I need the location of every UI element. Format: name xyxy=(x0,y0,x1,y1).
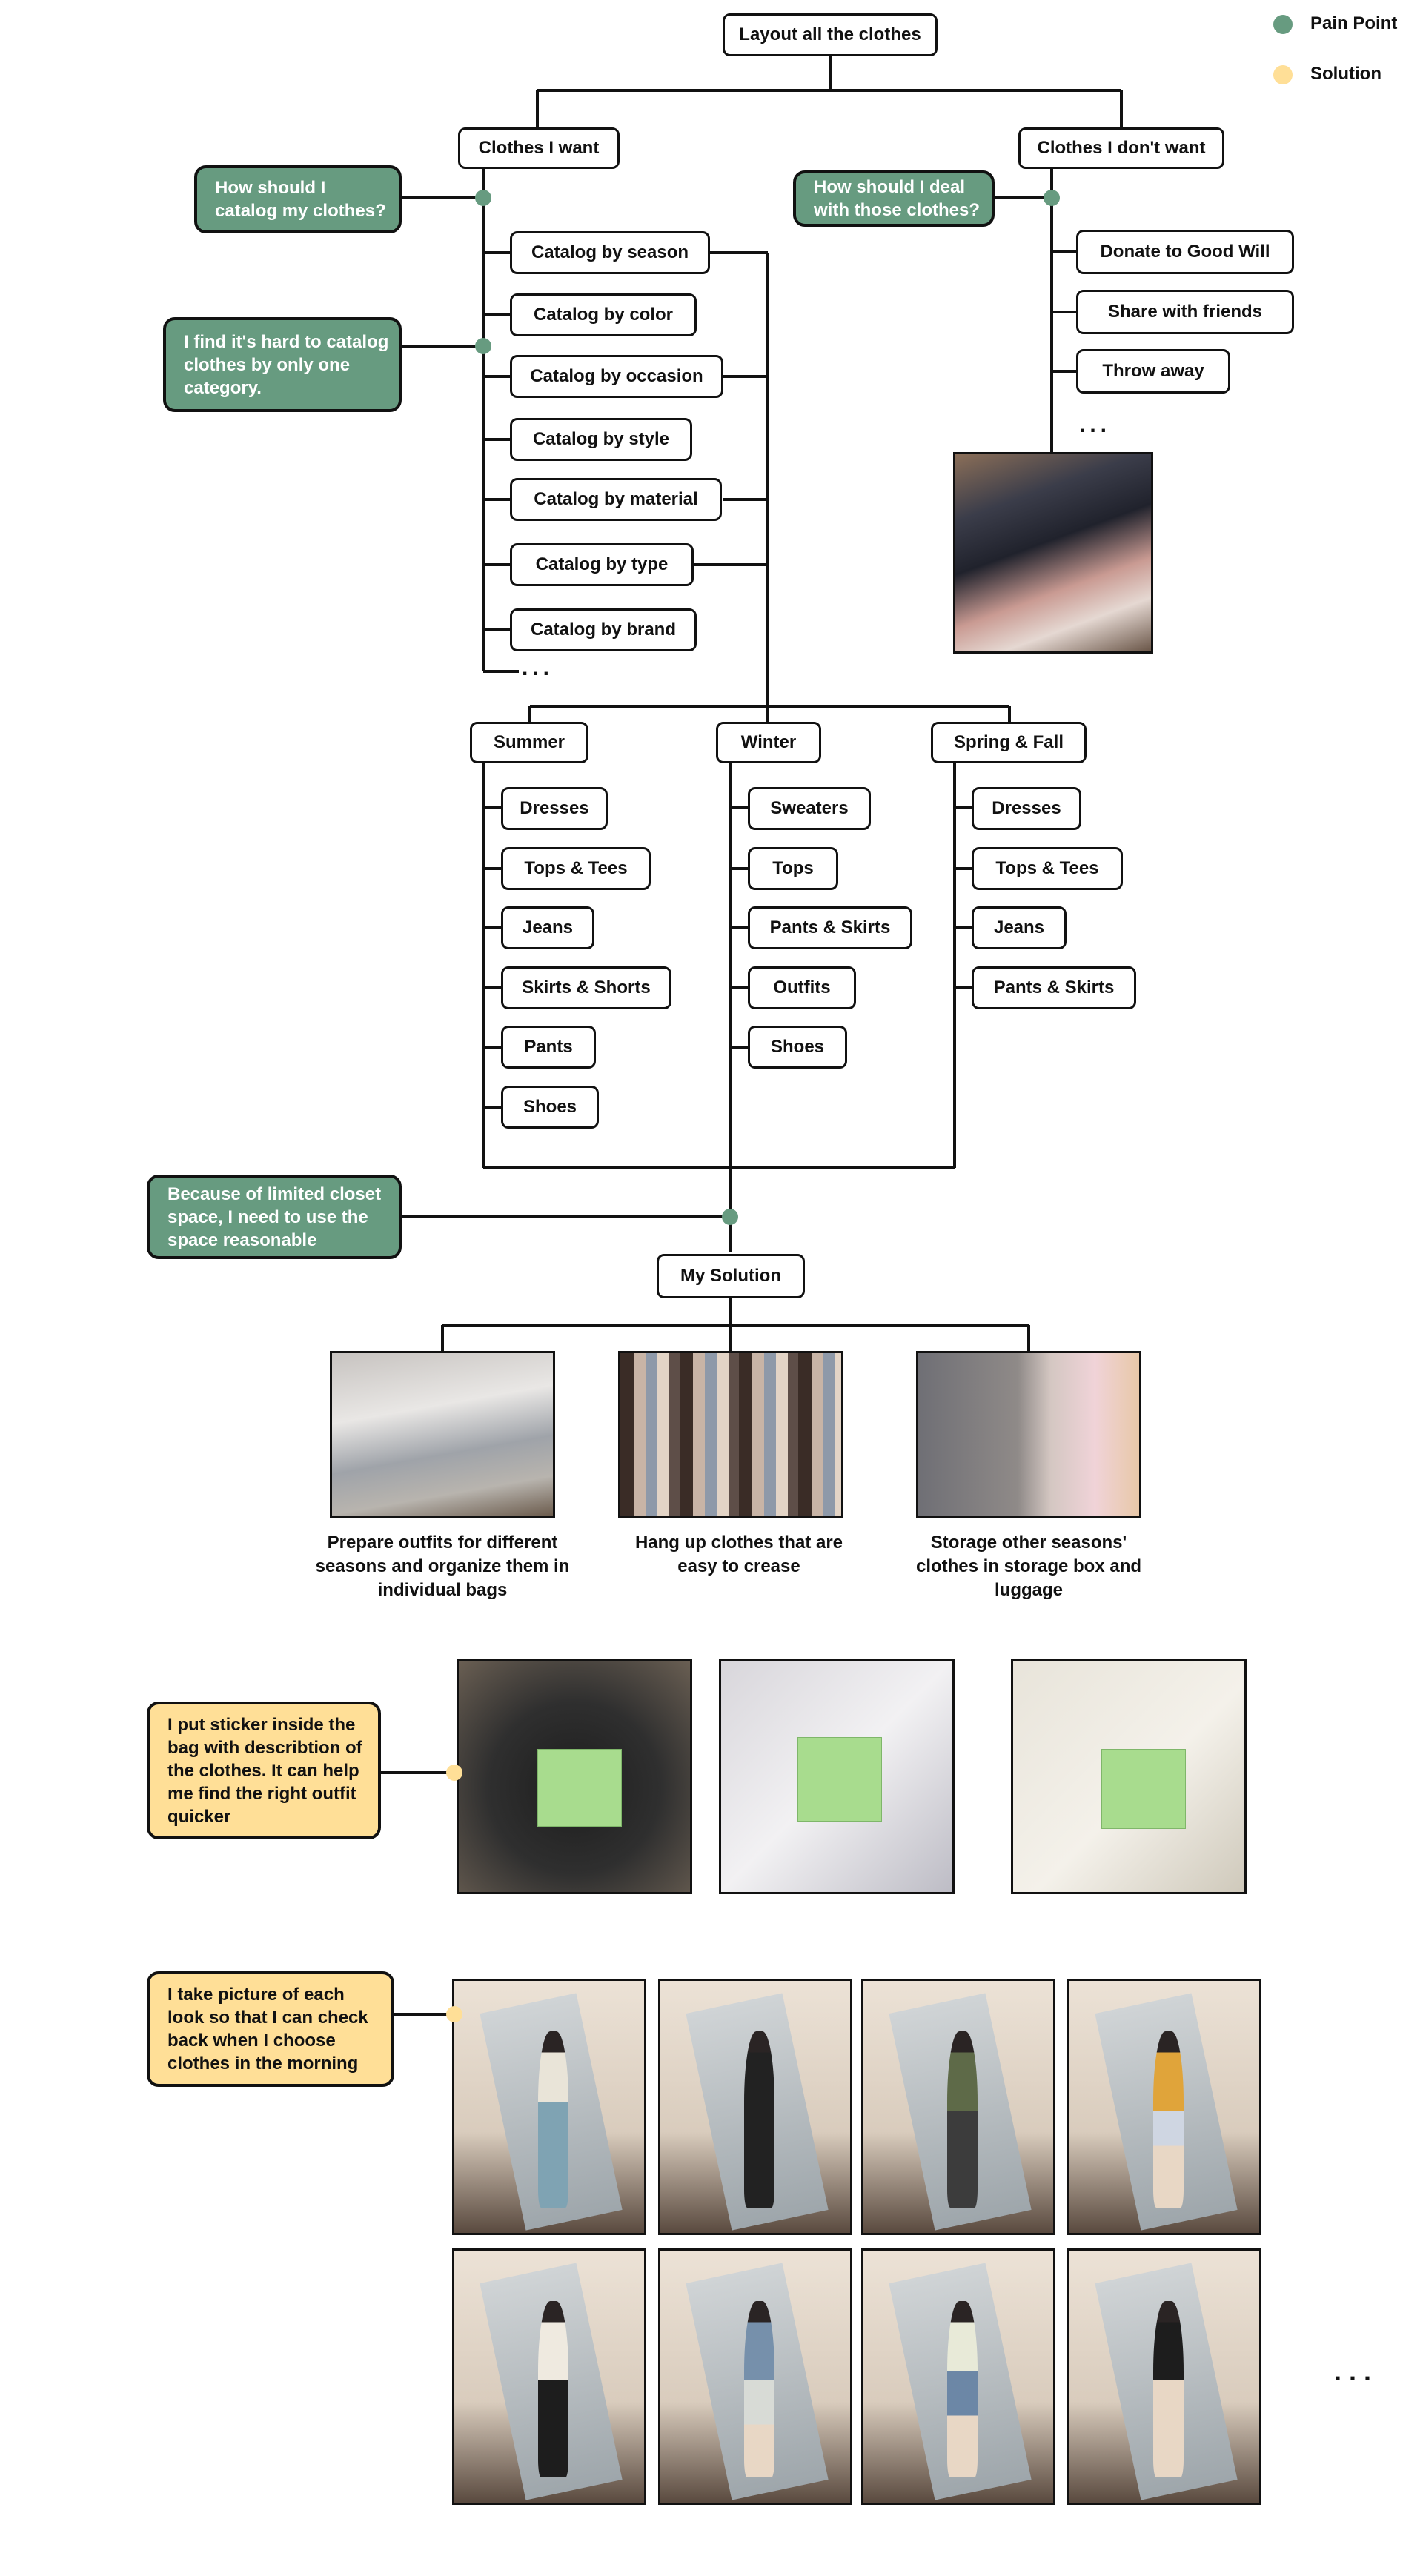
option-donate: Donate to Good Will xyxy=(1076,230,1294,274)
my-solution-node: My Solution xyxy=(657,1254,805,1298)
gallery-ellipsis: ... xyxy=(1334,2356,1379,2386)
sticker-note xyxy=(1101,1748,1186,1829)
outfit-photo-2 xyxy=(658,1979,852,2235)
summer-item: Shoes xyxy=(501,1086,599,1129)
pain-dot-2 xyxy=(475,338,491,354)
bags-caption: Prepare outfits for different seasons an… xyxy=(315,1533,570,1600)
season-winter: Winter xyxy=(716,722,821,763)
catalog-question-bubble: How should I catalog my clothes? xyxy=(194,165,402,233)
method-style: Catalog by style xyxy=(510,418,692,461)
sticker-photo-3 xyxy=(1011,1659,1247,1894)
legend-pain-dot xyxy=(1273,15,1293,34)
sticker-note xyxy=(797,1736,883,1822)
method-color: Catalog by color xyxy=(510,293,697,336)
outfit-photo-6 xyxy=(658,2248,852,2505)
clothes-want-node: Clothes I want xyxy=(458,127,620,169)
closet-caption: Hang up clothes that are easy to crease xyxy=(634,1533,843,1576)
legend-solution-label: Solution xyxy=(1310,64,1381,84)
sticker-photo-1 xyxy=(457,1659,692,1894)
options-ellipsis: ... xyxy=(1079,413,1112,437)
outfit-photo-7 xyxy=(861,2248,1055,2505)
unwanted-clothes-photo xyxy=(953,452,1153,654)
catalog-pain-bubble: I find it's hard to catalog clothes by o… xyxy=(163,317,402,412)
method-material: Catalog by material xyxy=(510,478,722,521)
season-summer: Summer xyxy=(470,722,588,763)
outfit-photo-1 xyxy=(452,1979,646,2235)
spring-fall-item: Jeans xyxy=(972,906,1067,949)
deal-question-bubble: How should I deal with those clothes? xyxy=(793,170,995,227)
pain-dot-4 xyxy=(722,1209,738,1225)
summer-item: Jeans xyxy=(501,906,594,949)
summer-item: Dresses xyxy=(501,787,608,830)
spring-fall-item: Pants & Skirts xyxy=(972,966,1136,1009)
option-throw: Throw away xyxy=(1076,349,1230,394)
sticker-note xyxy=(537,1748,623,1827)
clothes-dont-want-node: Clothes I don't want xyxy=(1018,127,1224,169)
method-type: Catalog by type xyxy=(510,543,694,586)
sticker-photo-2 xyxy=(719,1659,955,1894)
luggage-photo xyxy=(916,1351,1141,1518)
method-occasion: Catalog by occasion xyxy=(510,355,723,398)
legend-pain-label: Pain Point xyxy=(1310,13,1398,33)
root-node: Layout all the clothes xyxy=(723,13,938,56)
winter-item: Outfits xyxy=(748,966,856,1009)
outfit-photo-4 xyxy=(1067,1979,1261,2235)
spring-fall-item: Tops & Tees xyxy=(972,847,1123,890)
sticker-solution-bubble: I put sticker inside the bag with descri… xyxy=(147,1702,381,1839)
season-spring-fall: Spring & Fall xyxy=(931,722,1087,763)
solution-dot-1 xyxy=(446,1765,462,1781)
winter-item: Sweaters xyxy=(748,787,871,830)
winter-item: Pants & Skirts xyxy=(748,906,912,949)
pain-dot-3 xyxy=(1044,190,1060,206)
luggage-caption: Storage other seasons' clothes in storag… xyxy=(915,1533,1142,1600)
spring-fall-item: Dresses xyxy=(972,787,1081,830)
winter-item: Tops xyxy=(748,847,838,890)
solution-dot-2 xyxy=(446,2006,462,2022)
outfit-photo-8 xyxy=(1067,2248,1261,2505)
summer-item: Tops & Tees xyxy=(501,847,651,890)
methods-ellipsis: ... xyxy=(522,656,554,680)
summer-item: Skirts & Shorts xyxy=(501,966,671,1009)
method-season: Catalog by season xyxy=(510,231,710,274)
pain-dot-1 xyxy=(475,190,491,206)
summer-item: Pants xyxy=(501,1026,596,1069)
photo-solution-bubble: I take picture of each look so that I ca… xyxy=(147,1971,394,2087)
closet-photo xyxy=(618,1351,843,1518)
outfit-photo-3 xyxy=(861,1979,1055,2235)
method-brand: Catalog by brand xyxy=(510,608,697,651)
legend-solution-dot xyxy=(1273,65,1293,84)
space-pain-bubble: Because of limited closet space, I need … xyxy=(147,1175,402,1259)
winter-item: Shoes xyxy=(748,1026,847,1069)
outfit-photo-5 xyxy=(452,2248,646,2505)
option-share: Share with friends xyxy=(1076,290,1294,334)
bags-photo xyxy=(330,1351,555,1518)
